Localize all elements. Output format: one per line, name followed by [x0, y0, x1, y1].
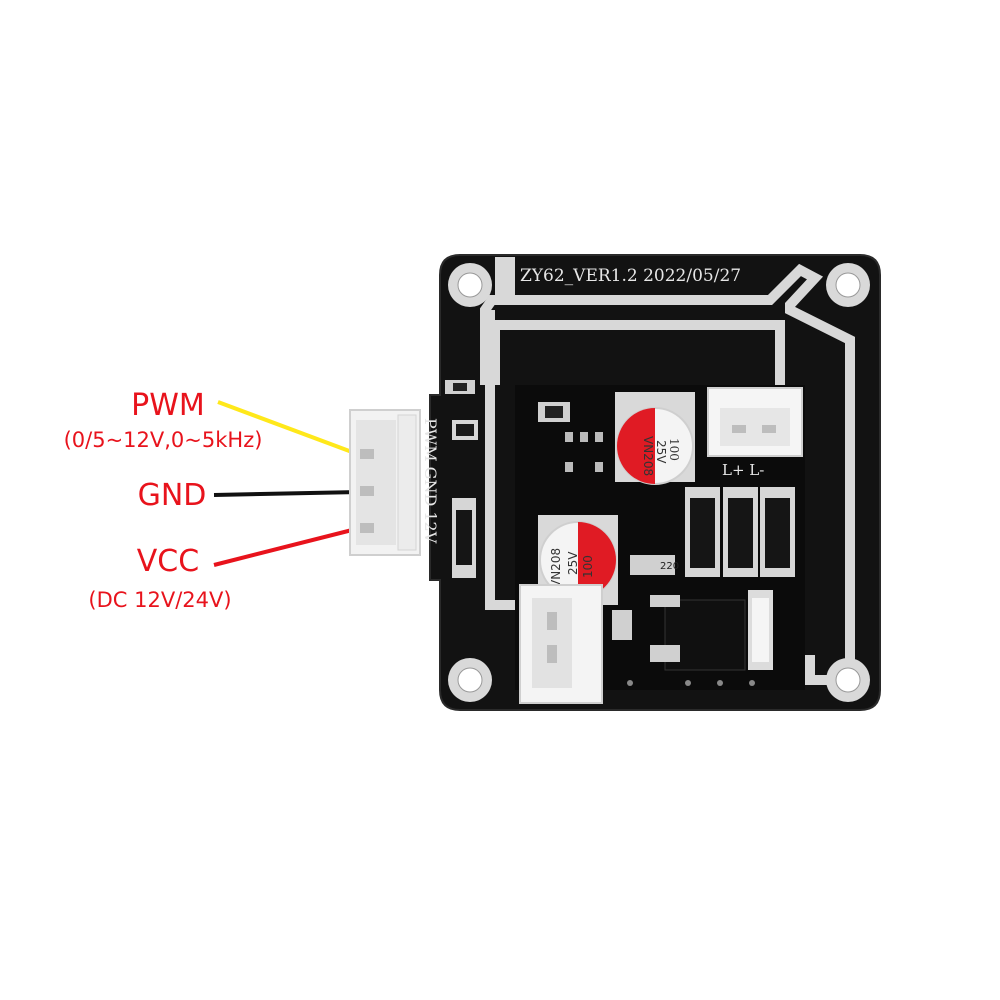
svg-text:25V: 25V	[566, 551, 580, 575]
power-connector	[519, 584, 603, 704]
vcc-spec-label: (DC 12V/24V)	[88, 588, 232, 612]
svg-text:100: 100	[667, 438, 681, 461]
regulator-ic	[650, 590, 773, 671]
svg-text:25V: 25V	[654, 440, 668, 464]
svg-text:220: 220	[660, 561, 679, 572]
silkscreen-output: L+ L-	[722, 461, 764, 479]
gnd-wire	[213, 490, 361, 497]
resistor	[630, 555, 675, 575]
silkscreen-pins: PWM GND 12V	[421, 418, 440, 544]
svg-text:VN208: VN208	[641, 436, 655, 476]
pwm-spec-label: (0/5~12V,0~5kHz)	[63, 428, 263, 452]
diode-array	[685, 487, 795, 577]
svg-text:100: 100	[581, 555, 595, 578]
mount-hole-bottom-left	[448, 658, 492, 702]
mount-hole-top-right	[826, 263, 870, 307]
pwm-wire	[217, 400, 361, 457]
output-connector	[707, 387, 803, 457]
mount-hole-bottom-right	[826, 658, 870, 702]
svg-text:VN208: VN208	[549, 548, 563, 588]
mount-hole-top-left	[448, 263, 492, 307]
silkscreen-version: ZY62_VER1.2 2022/05/27	[520, 266, 741, 286]
capacitor-1: 100 25V VN208	[615, 392, 695, 485]
vcc-wire	[213, 526, 361, 567]
input-connector	[349, 409, 421, 556]
gnd-label: GND	[137, 478, 207, 513]
pwm-label: PWM	[131, 388, 205, 423]
vcc-label: VCC	[136, 544, 200, 579]
